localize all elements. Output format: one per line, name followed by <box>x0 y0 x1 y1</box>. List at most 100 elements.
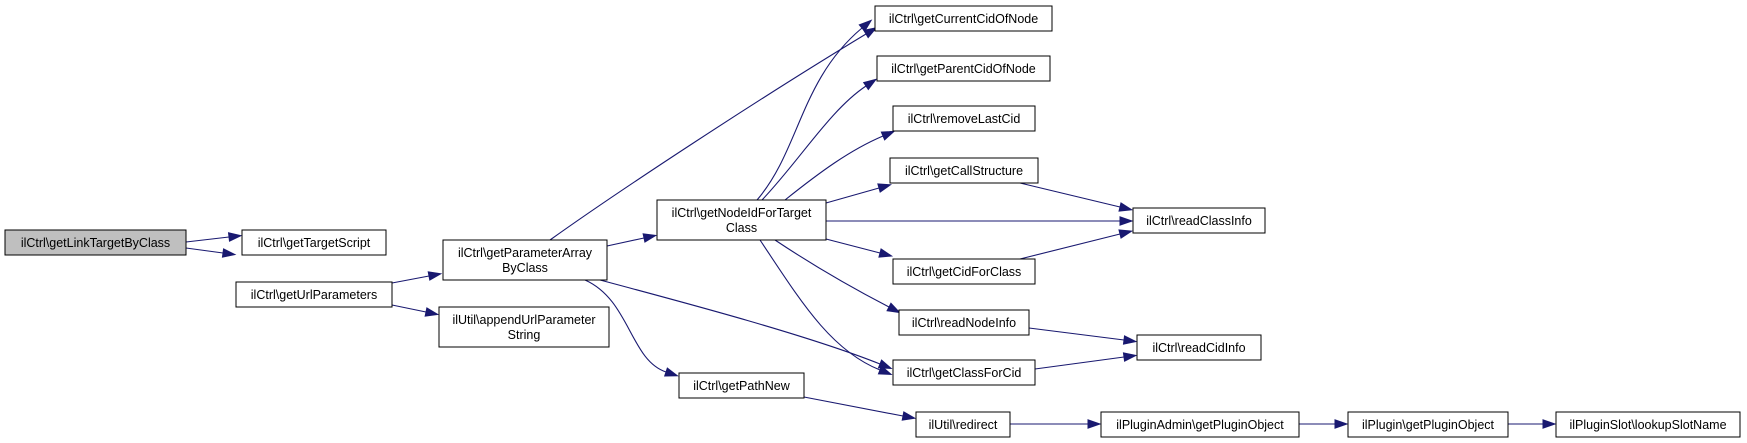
node-box <box>898 309 1030 336</box>
edge-line <box>185 236 230 243</box>
edge-line <box>606 237 645 247</box>
edge-redirect-to-adminGetPluginObject <box>1010 419 1102 429</box>
node-box <box>892 359 1036 386</box>
node-getUrlParameters[interactable]: ilCtrl\getUrlParameters <box>235 281 393 308</box>
node-box <box>235 281 393 308</box>
arrowhead-icon <box>1122 352 1138 362</box>
node-box <box>1347 411 1509 438</box>
edge-getNodeIdForTargetClass-to-getCurrentCidOfNode <box>756 19 873 201</box>
node-label: ilCtrl\getUrlParameters <box>251 288 377 302</box>
arrowhead-icon <box>886 302 902 314</box>
arrowhead-icon <box>1542 419 1557 429</box>
arrowhead-icon <box>1118 229 1134 239</box>
node-box <box>438 306 610 348</box>
edge-adminGetPluginObject-to-pluginGetPluginObject <box>1299 419 1349 429</box>
edge-getLinkTargetByClass-to-getTargetScript <box>185 232 243 243</box>
node-lookupSlotName[interactable]: ilPluginSlot\lookupSlotName <box>1555 411 1741 438</box>
node-label: ilCtrl\getCurrentCidOfNode <box>889 12 1038 26</box>
edge-line <box>784 135 884 201</box>
node-readNodeInfo[interactable]: ilCtrl\readNodeInfo <box>898 309 1030 336</box>
node-box <box>915 411 1011 438</box>
edge-line <box>825 187 880 204</box>
edge-line <box>391 304 427 313</box>
edge-line <box>774 239 890 308</box>
edge-line <box>584 279 667 373</box>
node-box <box>678 372 805 399</box>
arrowhead-icon <box>880 130 896 141</box>
edge-getCidForClass-to-readClassInfo <box>1019 229 1134 260</box>
node-label: String <box>508 328 541 342</box>
edge-getPathNew-to-redirect <box>803 396 917 421</box>
node-label: ilCtrl\getCallStructure <box>905 164 1023 178</box>
node-box <box>874 5 1053 32</box>
node-label: ilCtrl\getPathNew <box>693 379 791 393</box>
node-removeLastCid[interactable]: ilCtrl\removeLastCid <box>892 105 1036 132</box>
node-getLinkTargetByClass[interactable]: ilCtrl\getLinkTargetByClass <box>4 229 187 256</box>
node-box <box>1136 334 1262 361</box>
node-getPathNew[interactable]: ilCtrl\getPathNew <box>678 372 805 399</box>
node-box <box>1100 411 1300 438</box>
arrowhead-icon <box>877 183 893 193</box>
arrowhead-icon <box>1118 202 1134 212</box>
edge-getParameterArrayByClass-to-getCurrentCidOfNode <box>549 27 878 241</box>
node-label: ilCtrl\getParentCidOfNode <box>891 62 1036 76</box>
edge-pluginGetPluginObject-to-lookupSlotName <box>1508 419 1557 429</box>
arrowhead-icon <box>858 19 873 33</box>
edge-line <box>1019 233 1121 260</box>
node-readCidInfo[interactable]: ilCtrl\readCidInfo <box>1136 334 1262 361</box>
node-getParentCidOfNode[interactable]: ilCtrl\getParentCidOfNode <box>876 55 1051 82</box>
node-getCidForClass[interactable]: ilCtrl\getCidForClass <box>892 258 1036 285</box>
node-box <box>892 258 1036 285</box>
edge-getParameterArrayByClass-to-getPathNew <box>584 279 679 377</box>
node-getCallStructure[interactable]: ilCtrl\getCallStructure <box>889 157 1039 184</box>
edge-getNodeIdForTargetClass-to-getClassForCid <box>759 239 893 376</box>
node-getClassForCid[interactable]: ilCtrl\getClassForCid <box>892 359 1036 386</box>
edge-getNodeIdForTargetClass-to-readClassInfo <box>826 216 1134 226</box>
arrowhead-icon <box>878 248 894 258</box>
edge-line <box>1034 356 1125 370</box>
arrowhead-icon <box>427 271 443 281</box>
arrowhead-icon <box>1119 216 1134 226</box>
edge-line <box>549 33 867 241</box>
edge-getUrlParameters-to-getParameterArrayByClass <box>391 271 443 284</box>
arrowhead-icon <box>877 365 893 376</box>
nodes-layer: ilCtrl\getLinkTargetByClass ilCtrl\getTar… <box>4 5 1741 438</box>
node-adminGetPluginObject[interactable]: ilPluginAdmin\getPluginObject <box>1100 411 1300 438</box>
node-box <box>892 105 1036 132</box>
edge-line <box>759 239 881 371</box>
arrowhead-icon <box>642 233 658 243</box>
arrowhead-icon <box>1122 335 1138 345</box>
arrowhead-icon <box>221 248 237 258</box>
edge-getNodeIdForTargetClass-to-getCallStructure <box>825 183 893 204</box>
node-label: ilPlugin\getPluginObject <box>1362 418 1495 432</box>
edge-getParameterArrayByClass-to-getNodeIdForTargetClass <box>606 233 658 247</box>
edge-line <box>756 27 863 201</box>
arrowhead-icon <box>901 411 917 421</box>
arrowhead-icon <box>663 367 679 377</box>
node-label: ilCtrl\getParameterArray <box>458 246 593 260</box>
node-getTargetScript[interactable]: ilCtrl\getTargetScript <box>241 229 387 256</box>
node-label: ilCtrl\getClassForCid <box>907 366 1022 380</box>
edge-getNodeIdForTargetClass-to-removeLastCid <box>784 130 896 201</box>
edges-layer <box>185 19 1557 429</box>
edge-getUrlParameters-to-appendUrlParameterString <box>391 304 440 317</box>
node-box <box>889 157 1039 184</box>
node-pluginGetPluginObject[interactable]: ilPlugin\getPluginObject <box>1347 411 1509 438</box>
node-box <box>241 229 387 256</box>
node-label: ilCtrl\getTargetScript <box>258 236 371 250</box>
node-box <box>442 239 608 281</box>
node-label: ilPluginAdmin\getPluginObject <box>1116 418 1284 432</box>
node-box <box>656 199 827 241</box>
node-getCurrentCidOfNode[interactable]: ilCtrl\getCurrentCidOfNode <box>874 5 1053 32</box>
arrowhead-icon <box>862 78 878 91</box>
node-box <box>1132 207 1266 234</box>
edge-getLinkTargetByClass-to-getUrlParameters <box>185 247 237 258</box>
node-readClassInfo[interactable]: ilCtrl\readClassInfo <box>1132 207 1266 234</box>
node-label: ByClass <box>502 261 548 275</box>
node-redirect[interactable]: ilUtil\redirect <box>915 411 1011 438</box>
edge-readNodeInfo-to-readCidInfo <box>1028 327 1138 345</box>
